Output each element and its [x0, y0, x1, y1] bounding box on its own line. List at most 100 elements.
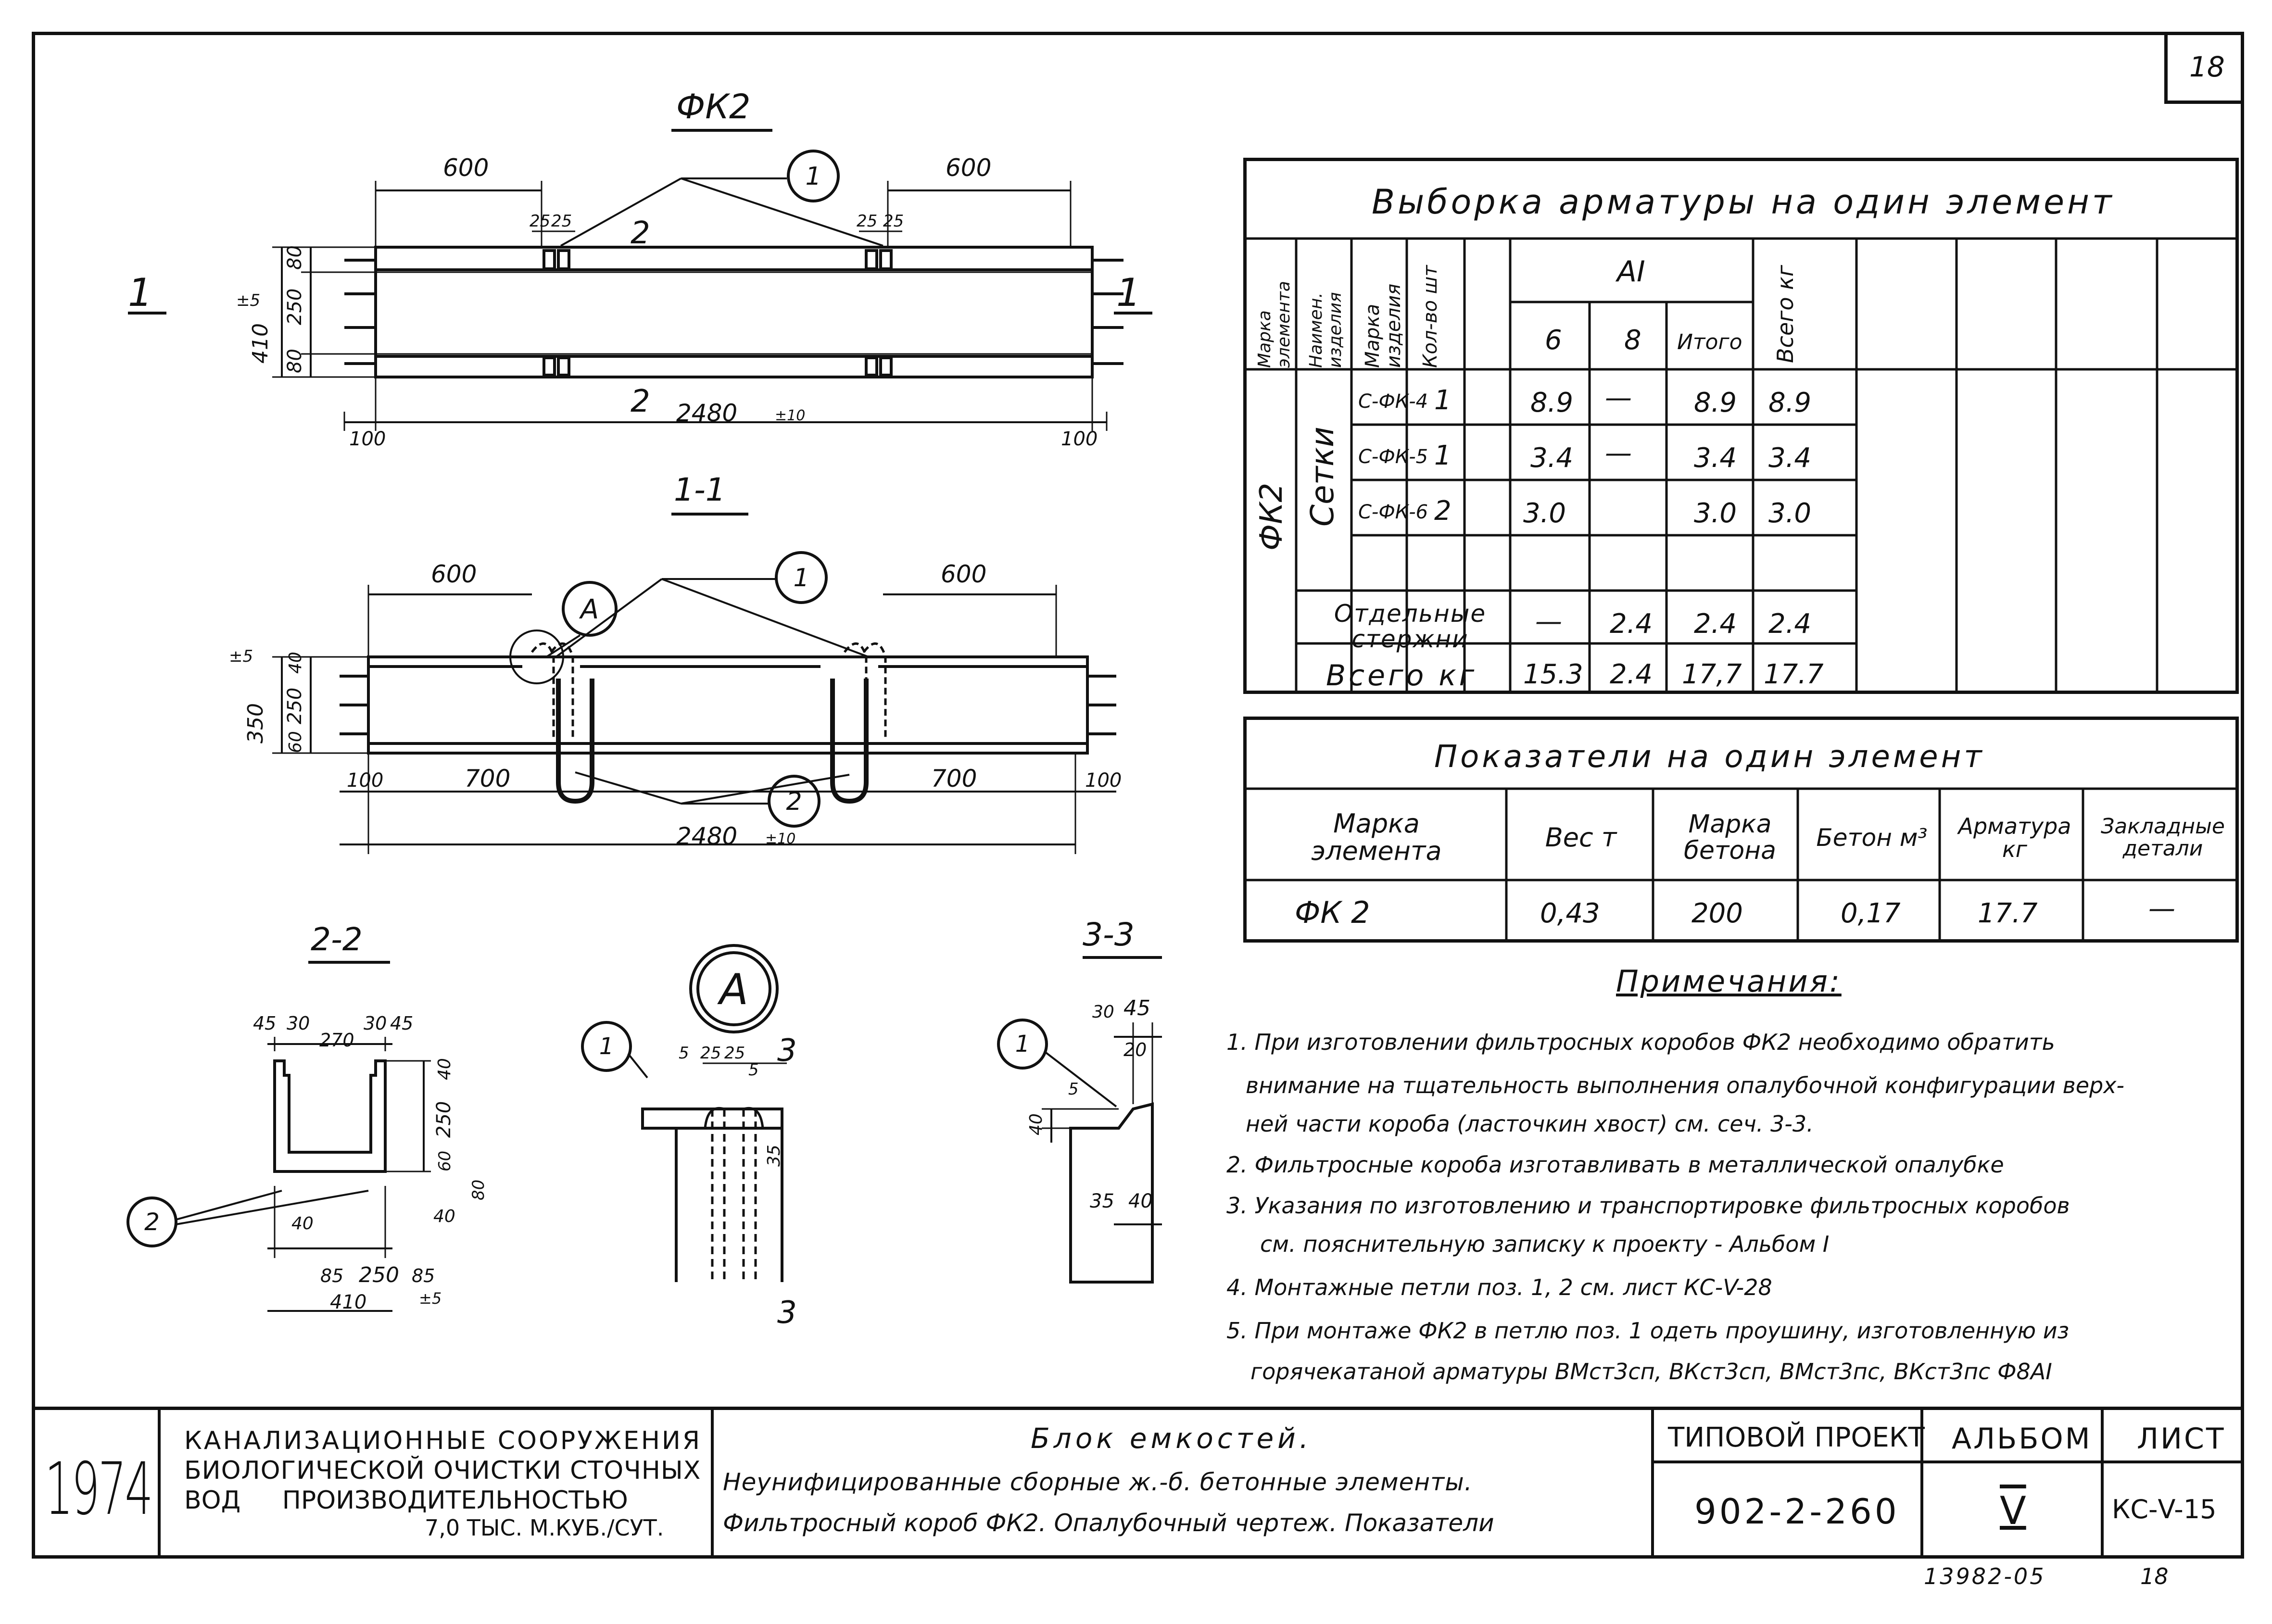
header-d6: 6	[1545, 325, 1562, 356]
dim-text: 100	[1085, 769, 1122, 792]
row-d6: 8.9	[1530, 387, 1574, 418]
dim-text: 40	[1128, 1190, 1153, 1212]
dim-text: ±10	[765, 831, 795, 847]
callout-text: А	[579, 594, 599, 625]
callout-text: 2	[144, 1208, 160, 1236]
header-total-kg: Всего кг	[1772, 264, 1798, 363]
ind-header-concrete-volume: Бетон м³	[1816, 823, 1928, 852]
rebar-table: Выборка арматуры на один элемент Марка э…	[1243, 158, 2239, 694]
dim-text: 25	[883, 212, 904, 231]
grand-total-label: Всего кг	[1326, 659, 1477, 692]
dim-text: 25	[530, 212, 550, 231]
element-mark: ФК2	[1254, 482, 1289, 551]
row-mark: С-ФК-4	[1358, 390, 1428, 413]
row-qty: 1	[1434, 385, 1452, 416]
sheet-number: 18	[2189, 50, 2225, 83]
dim-text: 60	[286, 731, 305, 753]
dim-text: 600	[431, 560, 477, 588]
grand-total-d8: 2.4	[1610, 659, 1653, 690]
dim-text: ±5	[229, 647, 253, 666]
dim-text: 80	[469, 1180, 488, 1200]
row-subtotal: 8.9	[1694, 387, 1737, 418]
note-line: горячекатаной арматуры ВМст3сп, ВКст3сп,…	[1250, 1359, 2052, 1385]
ind-row-concrete-grade: 200	[1691, 898, 1743, 929]
header-subtotal: Итого	[1677, 330, 1742, 354]
dim-text: 40	[435, 1058, 454, 1080]
dim-text: 600	[443, 154, 489, 182]
header-name-item: Наимен. изделия	[1306, 292, 1345, 368]
ind-header-weight: Вес т	[1545, 822, 1617, 853]
indicators-table: Показатели на один элемент Марка элемент…	[1243, 717, 2239, 943]
dim-text: 60	[435, 1151, 454, 1171]
separate-bars-d6: —	[1535, 606, 1562, 637]
grand-total-d6: 15.3	[1523, 659, 1583, 690]
callout-text: 1	[805, 162, 821, 191]
dim-text: 80	[284, 349, 306, 373]
tb-album-number: V	[2000, 1488, 2026, 1533]
plan-outline	[374, 246, 1094, 378]
ind-header-mark: Марка элемента	[1311, 808, 1442, 866]
row-total: 3.0	[1768, 498, 1812, 529]
footer-page: 18	[2140, 1563, 2169, 1589]
dim-text: 700	[465, 765, 510, 793]
dim-text: 25	[551, 212, 572, 231]
dim-text: 85	[412, 1265, 435, 1286]
section-1-1-title: 1-1	[674, 471, 726, 508]
section-mark-text: 2	[631, 215, 650, 251]
notes-title: Примечания:	[1616, 964, 1842, 999]
note-line: ней части короба (ласточкин хвост) см. с…	[1246, 1111, 1814, 1137]
tb-album-label: АЛЬБОМ	[1952, 1422, 2092, 1456]
dim-text: 2480	[676, 399, 737, 427]
section-mark-text: 1	[1116, 270, 1141, 315]
tb-org-line3: ВОД ПРОИЗВОДИТЕЛЬНОСТЬЮ	[184, 1486, 628, 1515]
footer-inventory: 13982-05	[1924, 1563, 2046, 1589]
ind-row-rebar: 17.7	[1978, 898, 2038, 929]
row-subtotal: 3.0	[1694, 498, 1737, 529]
dim-text: 5	[679, 1044, 689, 1063]
row-qty: 1	[1434, 440, 1452, 471]
dim-text: ±5	[419, 1289, 442, 1308]
tb-desc-line3: Фильтросный короб ФК2. Опалубочный черте…	[723, 1509, 1494, 1537]
callout-text: 1	[599, 1033, 614, 1060]
section-mark-text: 1	[128, 270, 152, 315]
dim-text: 250	[284, 688, 306, 724]
dim-text: 40	[433, 1207, 455, 1226]
ind-header-rebar: Арматура кг	[1958, 813, 2071, 862]
grand-total-subtotal: 17,7	[1682, 659, 1742, 690]
dim-text: ±5	[236, 291, 260, 310]
callout-text: 2	[786, 787, 802, 816]
tb-project-label: ТИПОВОЙ ПРОЕКТ	[1668, 1422, 1925, 1453]
dim-text: ±10	[775, 407, 805, 424]
ind-header-concrete-grade: Марка бетона	[1683, 810, 1777, 865]
note-line: 1. При изготовлении фильтросных коробов …	[1226, 1029, 2055, 1055]
note-line: 5. При монтаже ФК2 в петлю поз. 1 одеть …	[1226, 1318, 2070, 1344]
dim-text: 270	[319, 1030, 354, 1051]
header-d8: 8	[1624, 325, 1641, 356]
header-mark-element: Марка элемента	[1255, 281, 1294, 368]
separate-bars-label: Отдельные стержни	[1334, 600, 1487, 653]
dim-text: 250	[284, 289, 306, 325]
note-line: 4. Монтажные петли поз. 1, 2 см. лист КС…	[1226, 1274, 1772, 1300]
rebar-table-grid	[1243, 237, 2239, 694]
row-mark: С-ФК-6	[1358, 501, 1428, 523]
title-block-grid	[158, 1407, 2244, 1559]
header-qty: Кол-во шт	[1419, 265, 1441, 368]
detail-a-title: А	[717, 965, 748, 1014]
dim-text: 85	[320, 1265, 343, 1286]
note-line: 2. Фильтросные короба изготавливать в ме…	[1226, 1152, 2004, 1178]
separate-bars-total: 2.4	[1768, 608, 1812, 640]
dim-text: 100	[1061, 428, 1098, 450]
dim-text: 45	[390, 1013, 413, 1034]
tb-org-line2: БИОЛОГИЧЕСКОЙ ОЧИСТКИ СТОЧНЫХ	[184, 1456, 701, 1485]
note-line: внимание на тщательность выполнения опал…	[1246, 1072, 2125, 1098]
ind-row-embedded: —	[2148, 893, 2175, 924]
section-mark-text: 2	[631, 384, 650, 419]
row-total: 3.4	[1768, 442, 1812, 474]
dim-text: 80	[284, 245, 306, 270]
callout-text: 1	[793, 564, 809, 592]
note-line: см. пояснительную записку к проекту - Ал…	[1260, 1231, 1830, 1257]
dim-text: 100	[349, 428, 386, 450]
dim-text: 30	[287, 1013, 310, 1034]
dim-text: 600	[946, 154, 991, 182]
